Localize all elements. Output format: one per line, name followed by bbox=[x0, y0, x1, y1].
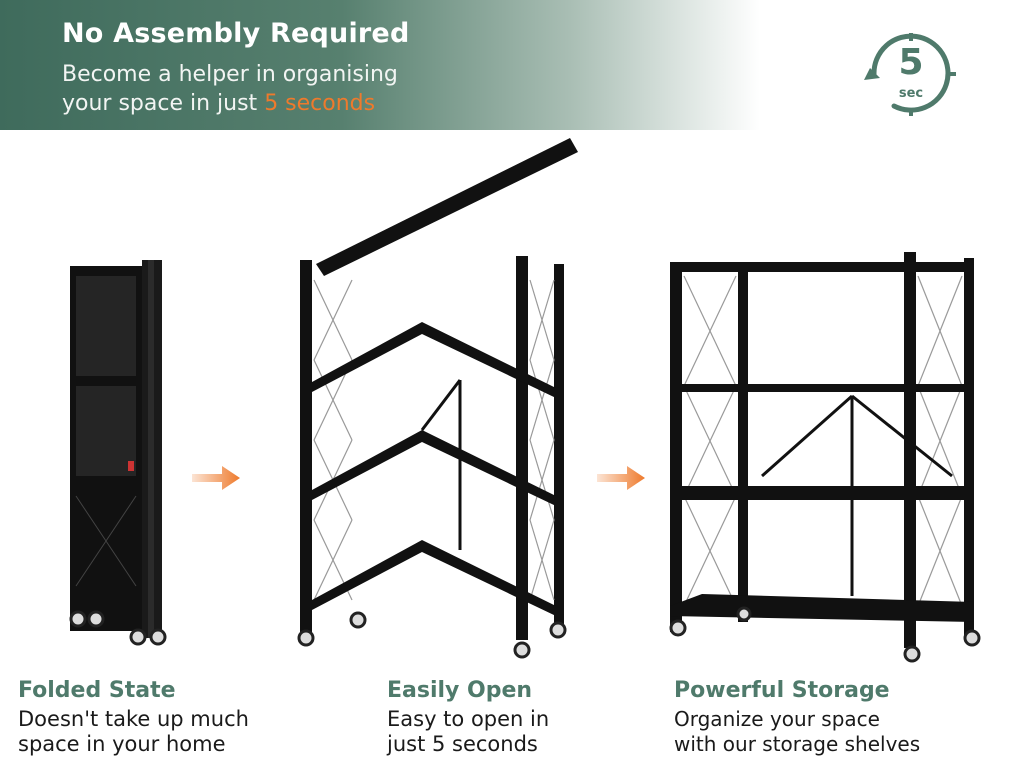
feature-folded: Folded State Doesn't take up much space … bbox=[18, 678, 348, 757]
feature-desc-line: with our storage shelves bbox=[674, 732, 921, 756]
timer-number: 5 bbox=[898, 42, 924, 83]
folded-shelf-image bbox=[69, 260, 167, 646]
feature-title: Easily Open bbox=[387, 678, 533, 703]
feature-desc: Easy to open in just 5 seconds bbox=[387, 707, 657, 757]
open-shelf-image bbox=[669, 252, 981, 663]
subtitle-line-2-prefix: your space in just bbox=[62, 91, 265, 116]
stopwatch-ring-icon bbox=[864, 33, 956, 116]
feature-desc-line: Doesn't take up much bbox=[18, 707, 249, 731]
feature-desc-line: space in your home bbox=[18, 732, 226, 756]
arrow-right-icon bbox=[597, 466, 645, 490]
timer-unit: sec bbox=[898, 86, 924, 101]
feature-desc: Organize your space with our storage she… bbox=[674, 707, 1020, 757]
subtitle-line-2: your space in just 5 seconds bbox=[62, 89, 398, 118]
banner-subtitle: Become a helper in organising your space… bbox=[62, 60, 398, 118]
feature-desc: Doesn't take up much space in your home bbox=[18, 707, 348, 757]
header-banner bbox=[0, 0, 760, 130]
banner-title: No Assembly Required bbox=[62, 18, 410, 49]
stopwatch-icon: 5 sec bbox=[852, 28, 970, 120]
feature-title: Powerful Storage bbox=[674, 678, 890, 703]
subtitle-line-1: Become a helper in organising bbox=[62, 62, 398, 87]
arrow-right-icon bbox=[192, 466, 240, 490]
feature-title: Folded State bbox=[18, 678, 176, 703]
subtitle-highlight: 5 seconds bbox=[264, 91, 376, 116]
feature-storage: Powerful Storage Organize your space wit… bbox=[674, 678, 1020, 757]
feature-desc-line: just 5 seconds bbox=[387, 732, 538, 756]
feature-open: Easily Open Easy to open in just 5 secon… bbox=[387, 678, 657, 757]
feature-desc-line: Easy to open in bbox=[387, 707, 550, 731]
feature-desc-line: Organize your space bbox=[674, 707, 880, 731]
opening-shelf-image bbox=[297, 138, 578, 659]
